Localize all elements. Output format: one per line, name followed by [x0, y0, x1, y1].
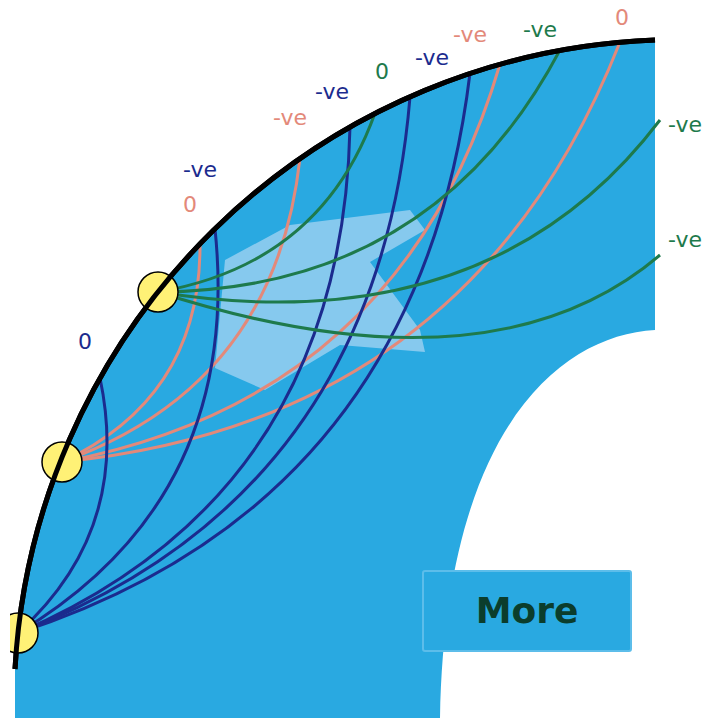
sign-label: -ve — [183, 159, 217, 181]
more-button: More — [422, 570, 632, 652]
sign-label: -ve — [415, 47, 449, 69]
solar-shell — [15, 40, 655, 718]
sign-label: -ve — [453, 24, 487, 46]
salmon-rays — [62, 42, 620, 462]
sign-label: -ve — [273, 107, 307, 129]
wave-sources — [0, 272, 178, 653]
sign-label: 0 — [183, 194, 197, 216]
left-margin — [0, 0, 10, 718]
sign-label: -ve — [523, 19, 557, 41]
sign-label: 0 — [375, 61, 389, 83]
sign-label: 0 — [615, 7, 629, 29]
solar-surface-top — [15, 40, 655, 669]
navy-rays — [18, 73, 470, 633]
sign-label: -ve — [315, 81, 349, 103]
solar-surface — [15, 40, 655, 669]
sign-label: 0 — [78, 331, 92, 353]
button-text: More — [476, 593, 579, 629]
sign-label: -ve — [668, 114, 702, 136]
green-rays — [158, 50, 660, 338]
sign-label: -ve — [668, 229, 702, 251]
